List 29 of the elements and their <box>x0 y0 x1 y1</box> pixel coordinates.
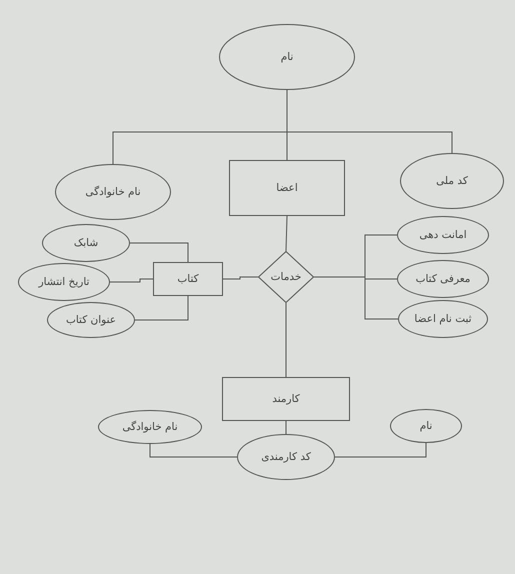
node-label: کد کارمندی <box>261 451 311 463</box>
connector-line <box>286 132 452 160</box>
node-label: نام <box>280 51 294 63</box>
node-label: اعضا <box>276 182 298 194</box>
connector-line <box>130 242 188 262</box>
node-label: کارمند <box>272 393 300 405</box>
node-label: امانت دهی <box>419 229 467 241</box>
node-label: کتاب <box>177 273 199 285</box>
node-label: شابک <box>74 237 98 249</box>
node-label: نام خانوادگی <box>122 421 178 433</box>
node-label: معرفی کتاب <box>416 273 470 285</box>
node-label: عنوان کتاب <box>66 314 116 326</box>
node-label: ثبت نام اعضا <box>414 313 472 325</box>
connector-line <box>112 132 288 164</box>
connector-line <box>134 296 188 320</box>
connector-line <box>334 442 426 458</box>
entity-box <box>222 377 350 421</box>
node-label: نام خانوادگی <box>85 186 141 198</box>
node-label: نام <box>420 420 432 432</box>
entity-box <box>153 262 223 296</box>
node-label: کد ملی <box>436 175 468 187</box>
connector-line <box>150 444 238 458</box>
node-label: تاریخ انتشار <box>38 276 90 288</box>
connector-line <box>286 216 288 252</box>
node-label: خدمات <box>270 271 302 283</box>
connector-line <box>110 278 154 282</box>
entity-box <box>229 160 345 216</box>
relationship-diamond <box>258 251 314 303</box>
connector-line <box>222 276 258 280</box>
